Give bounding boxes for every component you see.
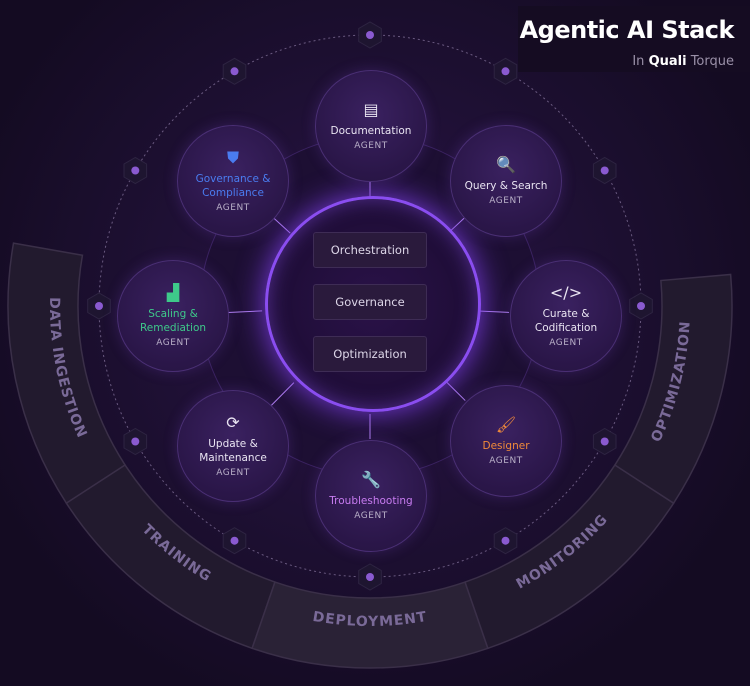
agent-designer[interactable]: 🖌 Designer AGENT [450, 385, 562, 497]
agent-governance-compliance[interactable]: ⛊ Governance & Compliance AGENT [177, 125, 289, 237]
title-box: Agentic AI Stack In Quali Torque [518, 6, 750, 72]
wrench-icon: 🔧 [361, 469, 381, 489]
stage-segment[interactable] [251, 581, 489, 669]
connector [227, 310, 263, 313]
agent-name: Curate & Codification [534, 307, 598, 334]
connector [477, 310, 510, 313]
agent-documentation[interactable]: ▤ Documentation AGENT [315, 70, 427, 182]
agent-name: Designer [482, 439, 530, 452]
agent-label: AGENT [489, 455, 523, 466]
node-icon [637, 302, 645, 310]
node-icon [230, 67, 239, 76]
core-optimization[interactable]: Optimization [313, 336, 427, 372]
connector [446, 381, 466, 401]
node-icon [366, 31, 374, 39]
document-icon: ▤ [363, 99, 379, 119]
growth-bars-icon: ▟ [166, 282, 180, 302]
stage-label-text: DEPLOYMENT [312, 609, 428, 630]
node-icon [131, 166, 140, 175]
connector [273, 217, 291, 234]
agent-query-search[interactable]: 🔍 Query & Search AGENT [450, 125, 562, 237]
subtitle: In Quali Torque [632, 54, 734, 69]
agent-name: Documentation [330, 124, 412, 137]
page-title: Agentic AI Stack [519, 16, 735, 44]
node-icon [600, 437, 609, 446]
paintbrush-icon: 🖌 [495, 414, 517, 434]
agent-label: AGENT [354, 510, 388, 521]
agent-label: AGENT [216, 202, 250, 213]
agent-name: Troubleshooting [329, 494, 413, 507]
agent-name: Query & Search [464, 179, 548, 192]
node-icon [501, 536, 510, 545]
agent-label: AGENT [489, 195, 523, 206]
node-icon [95, 302, 103, 310]
agent-label: AGENT [216, 467, 250, 478]
subtitle-prefix: In [632, 54, 645, 69]
agent-name: Governance & Compliance [195, 172, 271, 199]
stage-label: DEPLOYMENT [312, 609, 429, 630]
node-icon [230, 536, 239, 545]
brand-logo: Quali [648, 54, 687, 69]
agent-label: AGENT [549, 337, 583, 348]
agent-troubleshooting[interactable]: 🔧 Troubleshooting AGENT [315, 440, 427, 552]
node-icon [600, 166, 609, 175]
product-name: Torque [690, 54, 734, 69]
magnifier-icon: 🔍 [496, 154, 516, 174]
node-icon [366, 573, 374, 581]
agent-name: Scaling & Remediation [139, 307, 207, 334]
node-icon [501, 67, 510, 76]
agent-update-maintenance[interactable]: ⟳ Update & Maintenance AGENT [177, 390, 289, 502]
agent-label: AGENT [354, 140, 388, 151]
agent-name: Update & Maintenance [199, 437, 267, 464]
stage-segment[interactable] [65, 463, 276, 650]
agent-label: AGENT [156, 337, 190, 348]
agent-scaling-remediation[interactable]: ▟ Scaling & Remediation AGENT [117, 260, 229, 372]
core-orchestration[interactable]: Orchestration [313, 232, 427, 268]
stage-segment[interactable] [613, 273, 733, 505]
connector [271, 382, 295, 406]
node-icon [131, 437, 140, 446]
agent-curate-codification[interactable]: </> Curate & Codification AGENT [510, 260, 622, 372]
refresh-icon: ⟳ [226, 412, 240, 432]
code-icon: </> [549, 282, 583, 302]
stage-segment[interactable] [464, 463, 675, 650]
shield-icon: ⛊ [226, 147, 239, 167]
stage-segment[interactable] [7, 242, 127, 505]
core-governance[interactable]: Governance [313, 284, 427, 320]
